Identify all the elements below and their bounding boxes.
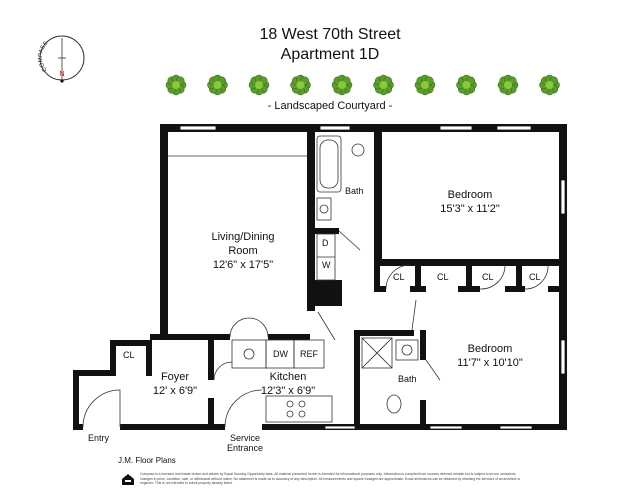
room-dims: 12'3" x 6'9" xyxy=(260,385,316,397)
closet-label: CL xyxy=(123,350,135,360)
room-dims: 12'6" x 17'5" xyxy=(212,259,274,271)
svg-text:COMPASS: COMPASS xyxy=(38,40,50,72)
tree-icon xyxy=(207,74,228,96)
closet-label: CL xyxy=(529,272,541,282)
svg-text:N: N xyxy=(59,71,64,78)
washer-label: W xyxy=(322,260,331,270)
fixtures xyxy=(82,135,549,428)
bedroom1-label: Bedroom 15'3" x 11'2" xyxy=(420,188,520,216)
tree-icon xyxy=(497,74,519,96)
kitchen-label: Kitchen 12'3" x 6'9" xyxy=(248,370,328,398)
refrigerator-label: REF xyxy=(300,349,318,359)
courtyard-trees xyxy=(165,74,560,96)
tree-icon xyxy=(539,74,560,96)
room-name: Living/Dining xyxy=(211,231,275,243)
windows xyxy=(179,125,566,430)
tree-icon xyxy=(165,74,187,96)
dishwasher-label: DW xyxy=(273,349,288,359)
service-entrance-label: Service Entrance xyxy=(222,433,268,453)
compass-icon: N COMPASS xyxy=(38,35,85,83)
tree-icon xyxy=(331,74,353,96)
closet-label: CL xyxy=(482,272,494,282)
bath1-label: Bath xyxy=(345,186,364,196)
bath2-label: Bath xyxy=(398,374,417,384)
disclaimer: Compass is a licensed real estate broker… xyxy=(140,472,521,486)
living-room-label: Living/Dining Room 12'6" x 17'5" xyxy=(188,230,298,272)
equal-housing-icon xyxy=(122,474,134,485)
tree-icon xyxy=(373,74,394,96)
entry-label: Entry xyxy=(88,433,110,443)
room-name: Room xyxy=(228,245,258,257)
floor-plan-credit: J.M. Floor Plans xyxy=(118,456,176,465)
room-name: Kitchen xyxy=(269,371,307,383)
room-dims: 11'7" x 10'10" xyxy=(457,357,523,369)
label-line: Entrance xyxy=(226,443,264,453)
walls xyxy=(73,124,567,430)
bedroom2-label: Bedroom 11'7" x 10'10" xyxy=(440,342,540,370)
tree-icon xyxy=(456,74,477,96)
title-apartment: Apartment 1D xyxy=(280,46,380,63)
label-line: Service xyxy=(229,433,260,443)
foyer-label: Foyer 12' x 6'9" xyxy=(140,370,210,398)
tree-icon xyxy=(290,74,311,96)
courtyard-label: - Landscaped Courtyard - xyxy=(267,100,393,112)
tree-icon xyxy=(248,74,270,96)
closet-label: CL xyxy=(437,272,449,282)
room-name: Bedroom xyxy=(467,343,513,355)
room-dims: 15'3" x 11'2" xyxy=(440,203,500,215)
closet-label: CL xyxy=(393,272,405,282)
room-name: Foyer xyxy=(160,371,190,383)
room-dims: 12' x 6'9" xyxy=(152,385,198,397)
title-address: 18 West 70th Street xyxy=(259,26,401,43)
dryer-label: D xyxy=(322,238,329,248)
tree-icon xyxy=(414,74,436,96)
room-name: Bedroom xyxy=(447,189,493,201)
